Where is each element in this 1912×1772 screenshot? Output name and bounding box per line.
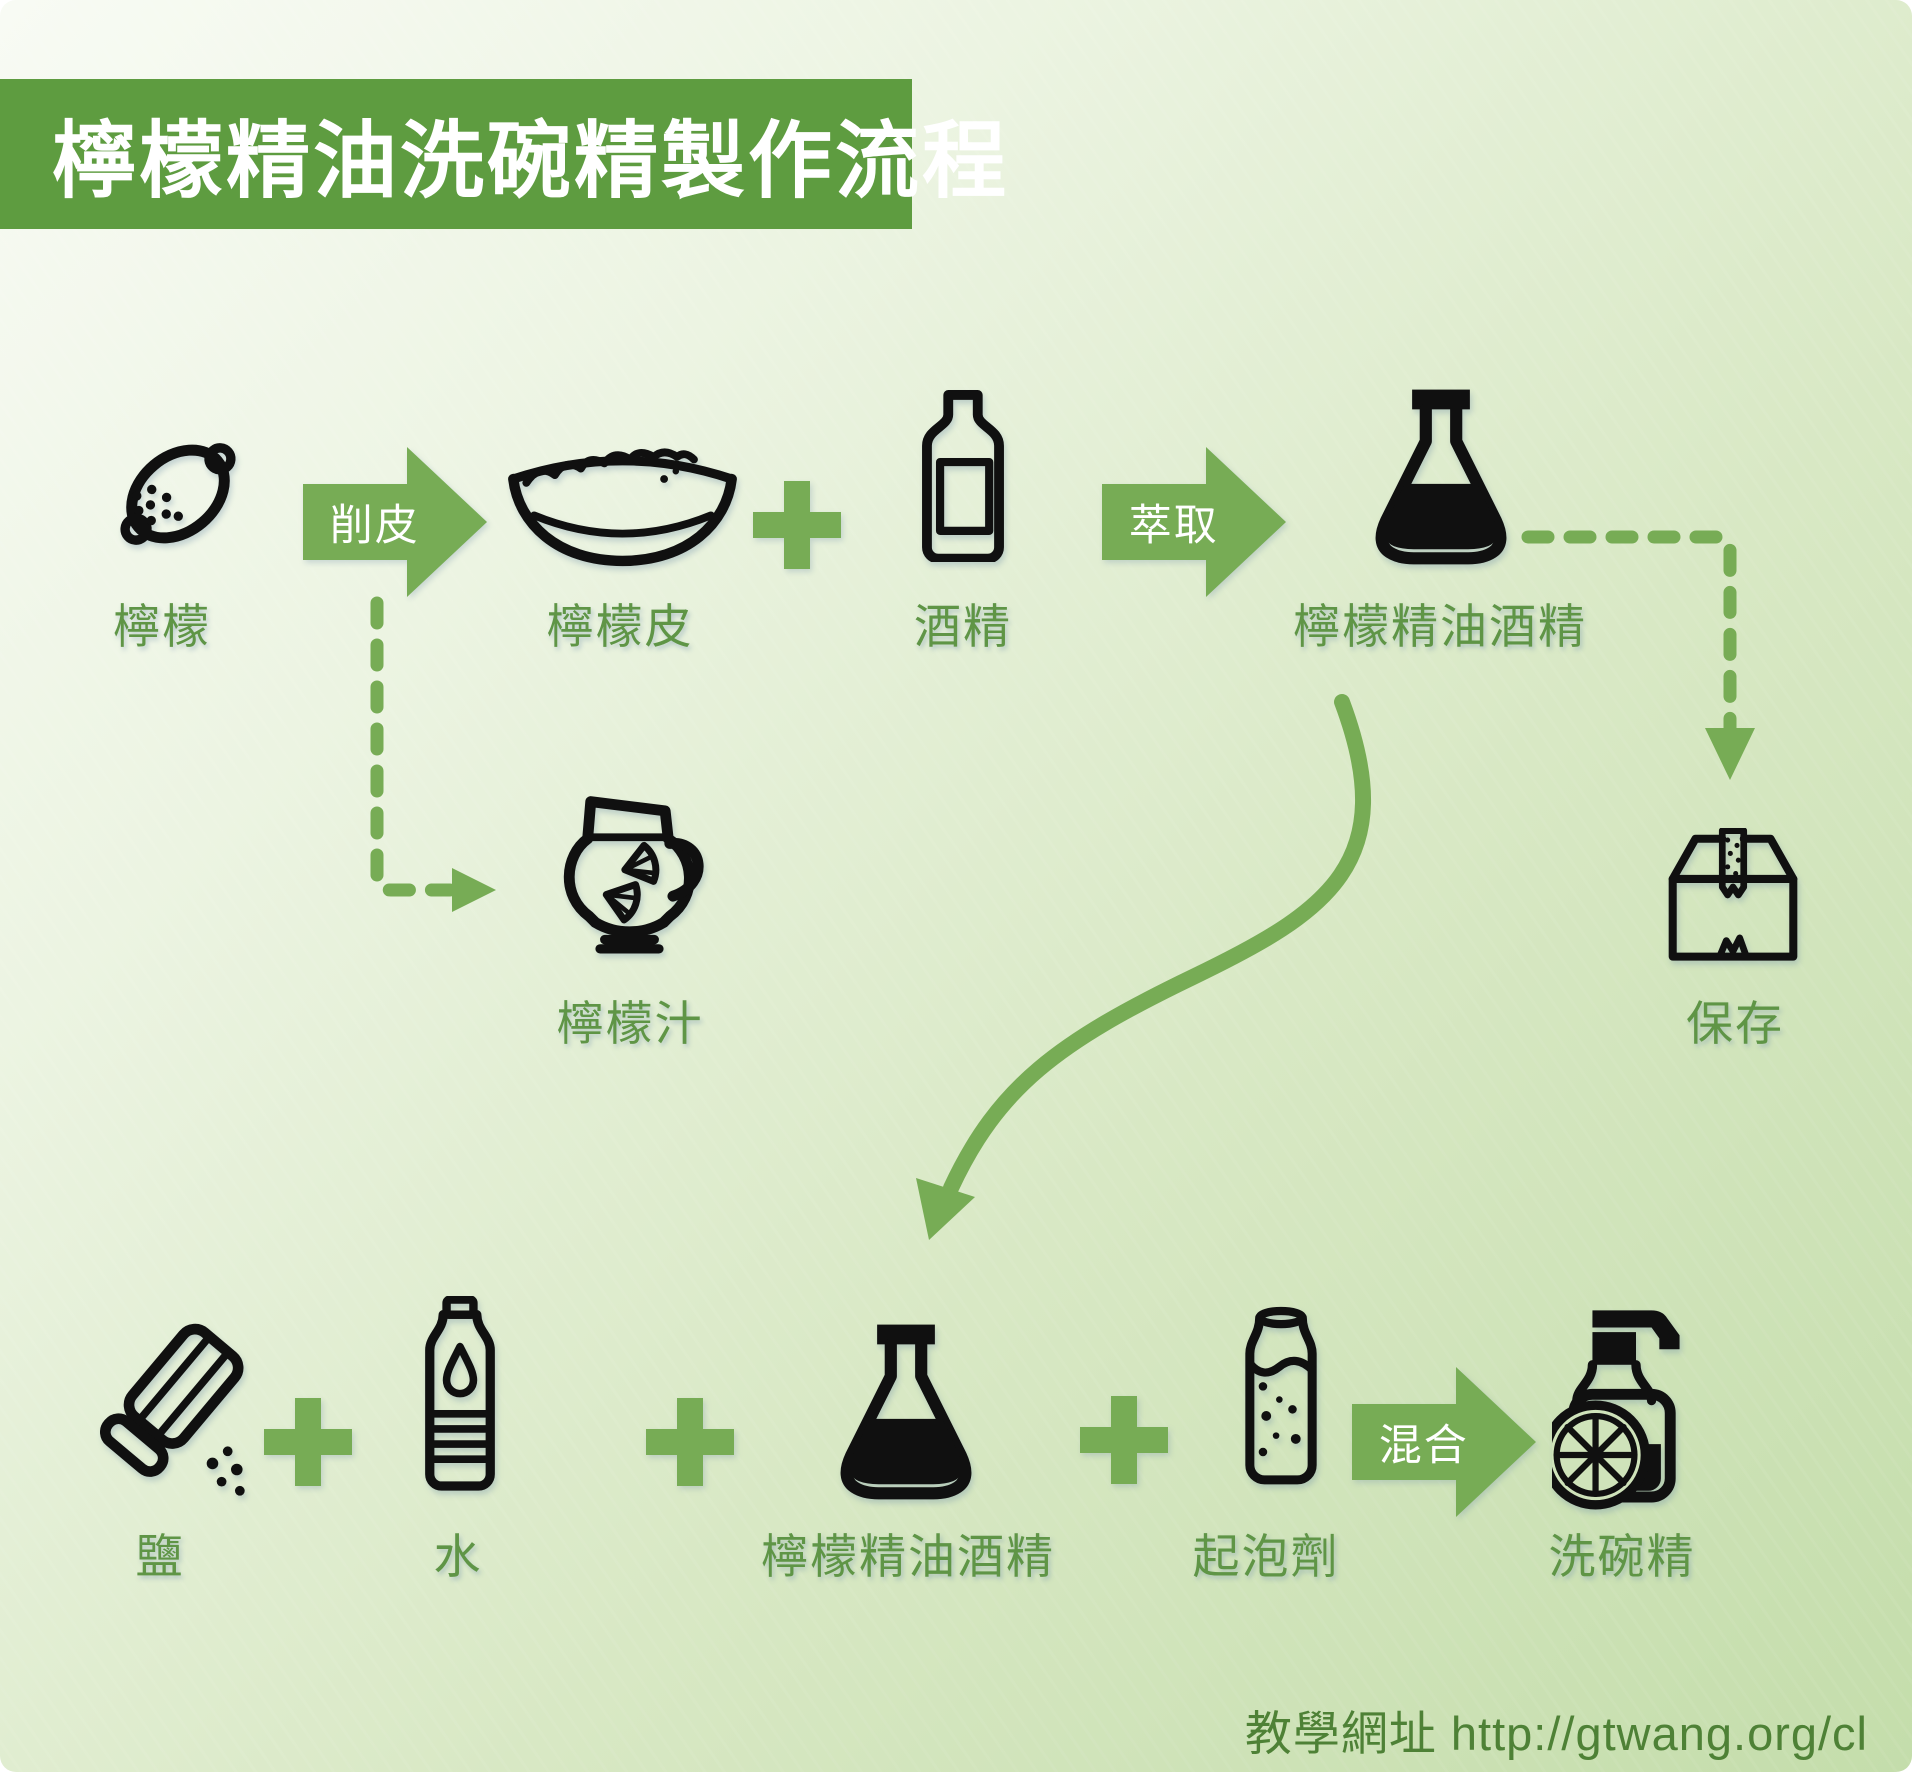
lemon-peel-label: 檸檬皮 [546, 600, 694, 653]
dish-soap-dispenser-icon [1552, 1300, 1692, 1512]
plus-icon [646, 1398, 734, 1486]
plus-icon [1080, 1396, 1168, 1484]
plus-icon [753, 481, 841, 569]
flask-top-icon [1365, 386, 1517, 568]
alcohol-bottle-icon [917, 390, 1009, 562]
peel-arrow-label: 削皮 [329, 502, 420, 550]
alcohol-label: 酒精 [914, 600, 1012, 653]
salt-shaker-icon [100, 1322, 252, 1500]
storage-box-icon [1666, 828, 1800, 962]
store-arrowhead-icon [1705, 728, 1755, 780]
lemon-peel-bowl-icon [505, 440, 740, 570]
lemon-juice-pitcher-icon [552, 793, 707, 959]
mix-arrow-label: 混合 [1378, 1422, 1469, 1470]
juice-arrowhead-icon [452, 868, 496, 912]
extract-top-label: 檸檬精油酒精 [1293, 600, 1587, 653]
mix-arrow: 混合 [1352, 1367, 1536, 1517]
store-label: 保存 [1686, 997, 1784, 1050]
lemon-icon [98, 408, 258, 580]
extract-arrow-label: 萃取 [1128, 502, 1219, 550]
extract-arrow: 萃取 [1102, 447, 1286, 597]
lemon-juice-label: 檸檬汁 [556, 997, 704, 1050]
plus-icon [264, 1398, 352, 1486]
peel-arrow: 削皮 [303, 447, 487, 597]
peel-to-juice-dashed-line [370, 596, 457, 897]
extract-to-bottom-curve [943, 694, 1372, 1196]
foaming-agent-label: 起泡劑 [1192, 1530, 1340, 1583]
title-banner: 檸檬精油洗碗精製作流程 [0, 79, 1006, 229]
dish-soap-label: 洗碗精 [1548, 1530, 1696, 1583]
credit-text: 教學網址 http://gtwang.org/cl [1244, 1707, 1868, 1760]
flask-bottom-icon [830, 1322, 982, 1502]
water-bottle-icon [418, 1296, 502, 1498]
water-label: 水 [433, 1530, 483, 1583]
lemon-label: 檸檬 [113, 600, 211, 653]
page-title: 檸檬精油洗碗精製作流程 [52, 113, 1010, 208]
salt-label: 鹽 [135, 1530, 185, 1583]
extract-bottom-label: 檸檬精油酒精 [761, 1530, 1055, 1583]
curve-arrowhead-icon [916, 1178, 975, 1240]
foaming-agent-bottle-icon [1240, 1306, 1322, 1498]
